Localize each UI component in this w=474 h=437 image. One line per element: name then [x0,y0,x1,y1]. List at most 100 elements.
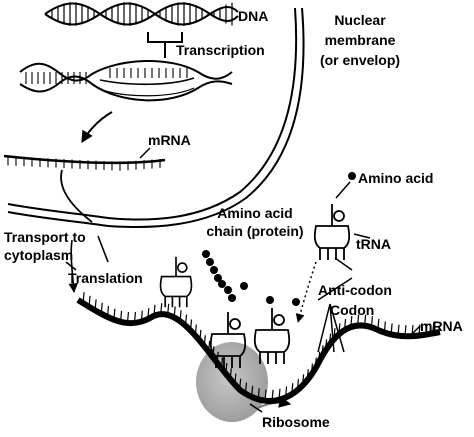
mrna-base [189,319,193,331]
mrna-base [310,363,314,375]
trna-molecule [253,308,291,364]
amino-acid-bead [214,274,222,282]
mrna-base [390,323,393,335]
label-anti-codon: Anti-codon [318,282,392,298]
trna-molecule [159,256,193,308]
mrna-base [234,373,237,385]
amino-acid-bead [218,280,226,288]
mrna-base [278,388,281,400]
amino-acid-chain [202,250,300,306]
mrna-base [397,324,400,336]
mrna-base [343,319,347,331]
mrna-base [411,325,414,337]
mrna-base [106,305,110,317]
label-transport: Transport to cytoplasm [4,228,86,264]
mrna-base [425,323,428,335]
mrna-base [251,385,254,397]
amino-acid-bead [240,282,248,290]
mrna-base [133,311,137,324]
mrna-base [383,321,386,333]
mrna-base [225,362,228,374]
mrna-base [220,357,224,369]
mrna-base [291,383,294,395]
mrna-base [432,322,435,334]
mrna-base [364,314,367,326]
mrna-base [140,310,143,322]
amino-acid-bead [224,286,232,294]
trna-molecule [209,312,247,368]
mrna-base [264,389,267,401]
amino-acid-bead [266,296,274,304]
amino-acid-bead [292,298,300,306]
label-transcription: Transcription [176,42,265,58]
label-amino-acid-chain: Amino acid chain (protein) [200,204,310,240]
transport-arrow [65,235,109,293]
amino-acid-bead [228,294,236,302]
mrna-base [357,314,360,326]
label-chain-line2: chain (protein) [206,223,304,239]
label-nuclear-line2: membrane [324,32,396,48]
mrna-base [173,306,176,318]
mrna-base [82,292,85,304]
dna-transcription-bubble [19,59,233,102]
mrna-base [314,357,317,369]
mrna-top-leader [139,147,151,159]
transcription-bracket [147,32,183,58]
mrna-base [257,388,260,400]
mrna-base [244,382,248,394]
label-mrna-top: mRNA [148,132,191,148]
label-dna: DNA [238,8,269,24]
mrna-base [167,303,170,315]
mrna-base [328,333,332,345]
mrna-base [199,329,202,341]
mrna-base [113,308,116,320]
mrna-base [88,295,91,307]
arrow-to-mrna [81,111,113,144]
label-nuclear-line3: (or envelop) [319,52,401,68]
mrna-base [160,303,163,315]
mrna-base [194,324,197,336]
label-chain-line1: Amino acid [217,205,293,221]
mrna-base [321,345,324,357]
label-mrna-bottom: mRNA [420,318,463,334]
label-ribosome: Ribosome [262,414,330,430]
mrna-base [350,316,353,328]
label-amino-acid: Amino acid [358,170,434,186]
amino-acid-bead [210,266,218,274]
mrna-base [377,318,380,330]
mrna-base [306,369,309,381]
label-translation: Translation [68,270,143,286]
mrna-base [333,328,336,340]
label-transport-line2: cytoplasm [4,247,74,263]
mrna-base [203,335,206,347]
mrna-base [301,374,305,386]
label-nuclear-membrane: Nuclear membrane (or envelop) [310,10,410,70]
mrna-base [94,299,97,311]
mrna-base [184,314,188,326]
mrna-base [296,379,300,391]
mrna-base [119,310,123,322]
mrna-base [318,351,321,363]
mrna-base [370,316,374,328]
mrna-bottom-leader [411,325,421,335]
mrna-base [216,351,219,363]
label-transport-line1: Transport to [4,229,86,245]
mrna-base [271,389,274,401]
mrna-base [126,311,130,324]
label-codon: Codon [330,302,375,318]
label-nuclear-line1: Nuclear [334,12,386,28]
mrna-base [179,310,182,322]
mrna-base [100,302,103,314]
mrna-base [404,325,407,337]
label-trna: tRNA [356,236,391,252]
mrna-base [208,340,211,352]
mrna-base [147,308,150,320]
mrna-base [284,386,288,398]
mrna-base [239,378,242,390]
amino-acid-bead [202,250,210,258]
mrna-base [324,339,328,351]
mrna-strand-top [3,154,166,171]
mrna-base [229,368,232,380]
